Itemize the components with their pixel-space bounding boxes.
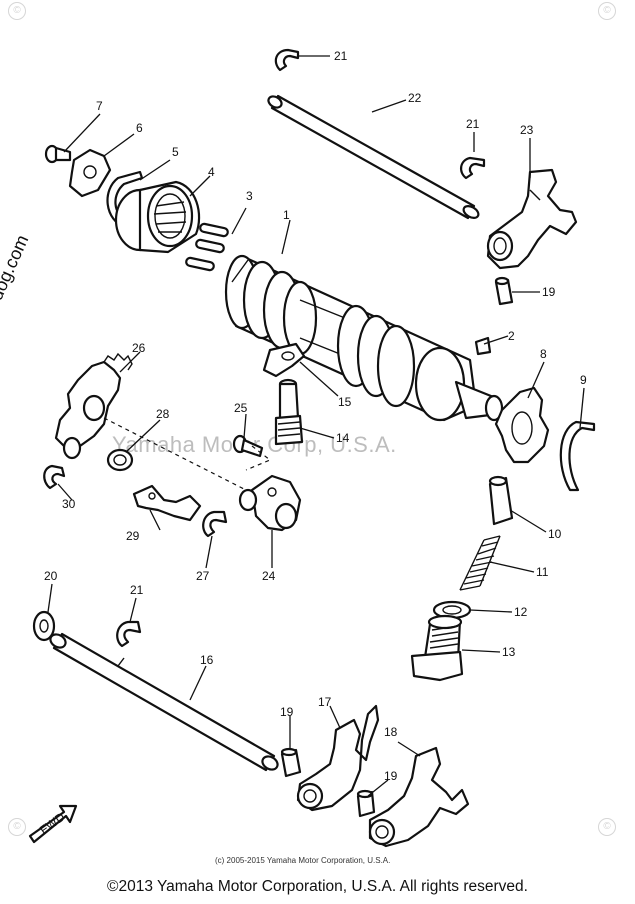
screw-25	[232, 434, 264, 458]
part-number: 8	[540, 347, 547, 361]
part-number: 2	[508, 329, 515, 343]
copyright-footer: ©2013 Yamaha Motor Corporation, U.S.A. A…	[107, 878, 528, 895]
spring-11	[459, 535, 501, 591]
part-number: 22	[408, 91, 422, 105]
part-number: 30	[62, 497, 76, 511]
stopper-plate-6	[68, 148, 112, 198]
shift-fork-guide-bar-lower	[49, 632, 279, 772]
bearing-4	[114, 180, 201, 254]
assembly-line-b	[245, 445, 272, 471]
circlip-9	[559, 420, 596, 492]
part-number: 3	[246, 189, 253, 203]
washer-20	[32, 610, 56, 642]
shift-fork-18	[368, 746, 470, 848]
part-number: 9	[580, 373, 587, 387]
part-number: 29	[126, 529, 140, 543]
part-number: 19	[542, 285, 556, 299]
watermark-logo-bottom-right: ©	[598, 818, 616, 836]
watermark-logo-top-right: ©	[598, 2, 616, 20]
guide-pin-19-top	[494, 276, 514, 306]
assembly-line-a	[103, 417, 247, 491]
circlip-27	[202, 510, 228, 538]
circlip-lower	[116, 620, 142, 648]
guide-pin-19-middle	[356, 789, 376, 818]
part-number: 27	[196, 569, 210, 583]
shift-fork-17	[296, 704, 380, 812]
collar-28	[106, 448, 134, 472]
part-number: 1	[283, 208, 290, 222]
part-number: 23	[520, 123, 534, 137]
part-number: 10	[548, 527, 562, 541]
screw-7	[44, 144, 72, 164]
plug-13	[410, 614, 464, 682]
part-number: 13	[502, 645, 516, 659]
part-number-labels: 1 2 3 4 5 6 7 8 9 10 11 12 13 14 15 16 1…	[44, 49, 587, 783]
part-number: 21	[130, 583, 144, 597]
part-number: 5	[172, 145, 179, 159]
part-number: 15	[338, 395, 352, 409]
small-credit-text: (c) 2005-2015 Yamaha Motor Corporation, …	[215, 856, 391, 865]
part-number: 25	[234, 401, 248, 415]
segment-8	[494, 386, 550, 464]
part-number: 28	[156, 407, 170, 421]
part-number: 11	[536, 565, 549, 579]
part-number: 7	[96, 99, 103, 113]
circlip-fork-bar	[460, 156, 486, 180]
bolt-14	[274, 378, 304, 446]
part-number: 24	[262, 569, 276, 583]
shift-drum-1	[224, 254, 504, 422]
circlip-upper	[274, 48, 300, 72]
part-number: 14	[336, 431, 350, 445]
part-number: 19	[280, 705, 294, 719]
part-number: 26	[132, 341, 146, 355]
part-number: 12	[514, 605, 528, 619]
circlip-30	[43, 464, 66, 490]
part-number: 17	[318, 695, 332, 709]
shift-fork-23	[486, 168, 578, 270]
part-number: 18	[384, 725, 398, 739]
part-number: 4	[208, 165, 215, 179]
dowel-pins-3	[185, 222, 229, 272]
part-number: 21	[466, 117, 480, 131]
part-number: 6	[136, 121, 143, 135]
guide-pin-19-lower	[280, 747, 302, 778]
stopper-plate-15	[262, 342, 306, 378]
part-number: 19	[384, 769, 398, 783]
shift-cam-24	[238, 474, 302, 532]
pawl-29	[132, 484, 202, 522]
leader-lines	[47, 55, 585, 797]
forward-arrow: FWD	[28, 804, 78, 844]
shift-lever-26	[54, 352, 133, 460]
watermark-logo-bottom-left: ©	[8, 818, 26, 836]
part-number: 21	[334, 49, 348, 63]
shift-fork-guide-bar-upper	[267, 94, 480, 220]
watermark-logo-top-left: ©	[8, 2, 26, 20]
part-number: 16	[200, 653, 214, 667]
pin-2	[474, 336, 492, 356]
plunger-10	[488, 475, 514, 526]
part-number: 20	[44, 569, 58, 583]
